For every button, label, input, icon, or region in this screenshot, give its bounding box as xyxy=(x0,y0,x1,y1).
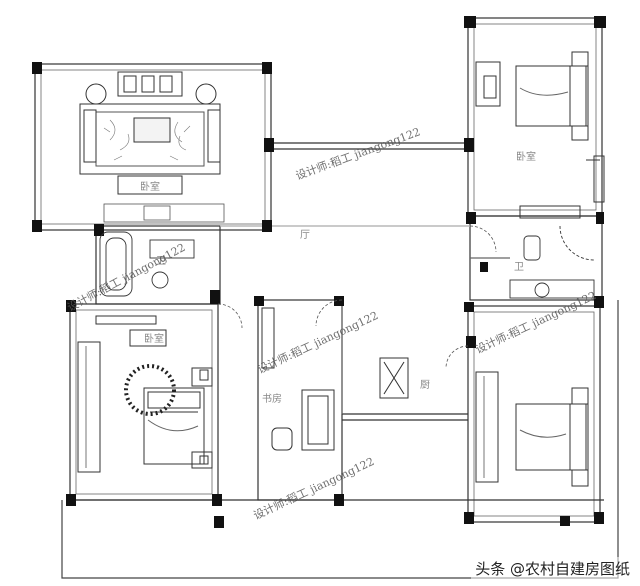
sofa-set xyxy=(79,71,221,195)
room-top-left xyxy=(34,63,272,231)
svg-text:卧室: 卧室 xyxy=(140,180,160,193)
svg-text:厅: 厅 xyxy=(300,230,310,241)
svg-text:厨: 厨 xyxy=(420,379,430,391)
svg-text:书房: 书房 xyxy=(262,392,282,405)
svg-text:卫: 卫 xyxy=(156,256,166,267)
svg-text:卫: 卫 xyxy=(514,262,524,273)
svg-text:卧室: 卧室 xyxy=(144,332,164,345)
bathroom-fixtures-right xyxy=(509,225,595,299)
door-swings xyxy=(217,225,497,369)
bathtub xyxy=(99,231,195,297)
room-bedroom-top-right xyxy=(467,17,603,217)
bed-left xyxy=(77,315,213,473)
svg-text:卧室: 卧室 xyxy=(516,150,536,163)
source-credit: 头条 @农村自建房图纸 xyxy=(471,557,634,580)
room-labels: 卧室 卧室 卧室 书房 卫 卫 厅 厨 xyxy=(140,150,536,405)
bed-bottom-right xyxy=(475,371,589,487)
wall-columns xyxy=(32,16,606,528)
bed-top-right xyxy=(475,51,605,219)
desk-study xyxy=(261,307,409,451)
